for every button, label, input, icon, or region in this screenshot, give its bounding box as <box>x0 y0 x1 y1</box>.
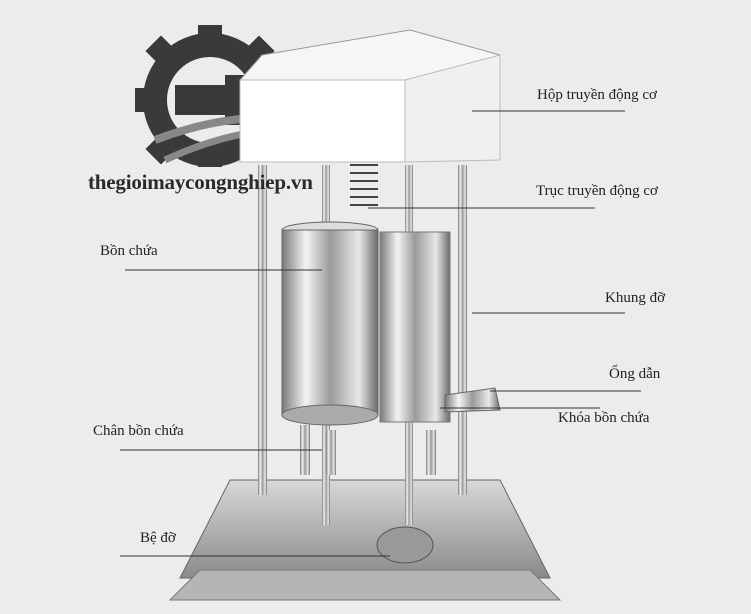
label-nozzle: Ống dẫn <box>609 366 661 382</box>
label-frame: Khung đỡ <box>605 290 666 306</box>
brand-name: thegioimaycongnghiep.vn <box>88 170 313 194</box>
label-gearbox: Hộp truyền động cơ <box>537 87 657 103</box>
label-drive-shaft: Trục truyền động cơ <box>536 183 658 199</box>
leader-lines <box>120 110 641 557</box>
label-tank: Bồn chứa <box>100 243 158 259</box>
label-tank-legs: Chân bồn chứa <box>93 423 184 439</box>
label-tank-lock: Khóa bồn chứa <box>558 410 650 426</box>
label-base: Bệ đỡ <box>140 530 176 546</box>
